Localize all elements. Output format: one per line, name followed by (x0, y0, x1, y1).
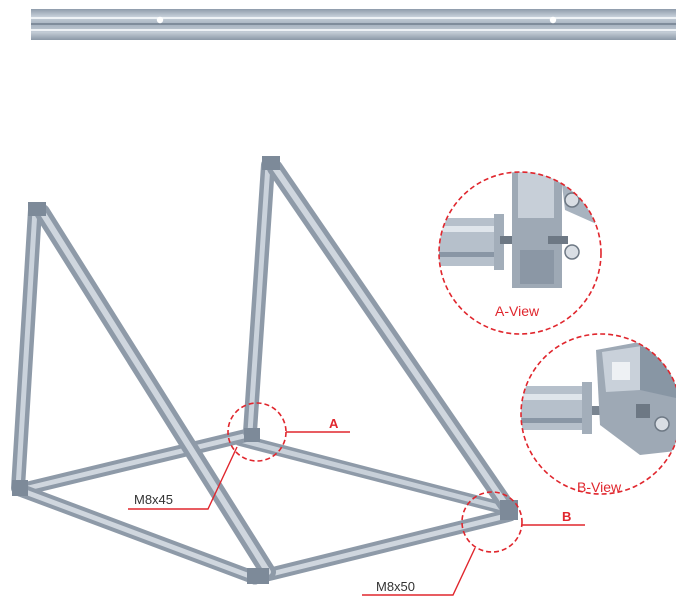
callout-letter-b: B (562, 509, 571, 524)
a-view-border (438, 171, 602, 335)
bolt-label-a: M8x45 (134, 492, 173, 507)
bolt-label-b: M8x50 (376, 579, 415, 594)
b-view-detail: B-View (520, 333, 676, 495)
a-view-detail: A-View (438, 171, 602, 335)
b-view-label: B-View (577, 479, 622, 495)
a-view-label: A-View (495, 303, 540, 319)
leader-lines (128, 431, 585, 596)
callout-circle-b (461, 491, 523, 553)
joint-cap (500, 500, 518, 520)
leader-m8x50 (362, 547, 476, 596)
b-view-border (520, 333, 676, 495)
joint-cap (247, 568, 269, 584)
rail-hole (549, 16, 557, 24)
joint-cap (244, 428, 260, 442)
top-rail (31, 9, 676, 40)
joint-cap (12, 480, 28, 496)
callout-letter-a: A (329, 416, 339, 431)
rail-hole (156, 16, 164, 24)
leader-m8x45 (128, 446, 238, 510)
bracket-frame (11, 156, 518, 585)
joint-cap (262, 156, 280, 170)
joint-cap (28, 202, 46, 216)
